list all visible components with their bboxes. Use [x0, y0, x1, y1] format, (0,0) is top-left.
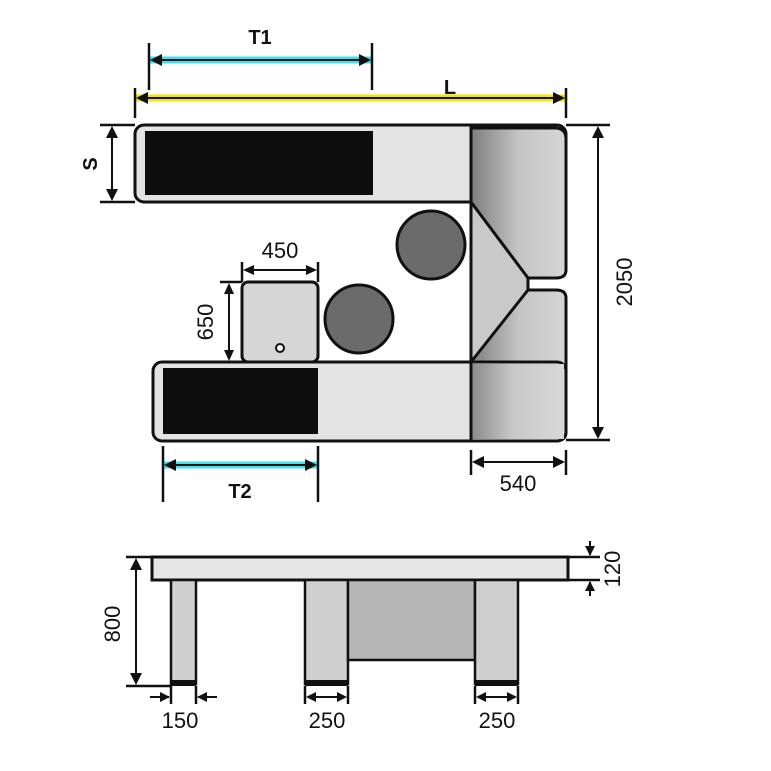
w150-dimension: 150: [150, 686, 217, 733]
w540-dimension: 540: [469, 450, 568, 496]
right-leg: [473, 578, 520, 686]
cabinet-lock: [275, 343, 285, 353]
w250a-dimension: 250: [303, 686, 350, 733]
upper-bagging-surface: [373, 131, 471, 195]
s-dimension: S: [80, 123, 135, 204]
l-dimension: L: [133, 77, 568, 118]
w540-label: 540: [500, 471, 537, 496]
lower-bagging-surface: [318, 368, 471, 434]
cash-cabinet: [240, 280, 320, 364]
lower-roller-zone: [471, 364, 564, 439]
h800-label: 800: [100, 606, 125, 643]
counter-top: [150, 555, 570, 582]
t2-dimension: T2: [161, 446, 320, 503]
h2050-dimension: 2050: [566, 123, 637, 442]
lower-cabinet: [346, 578, 477, 662]
h800-dimension: 800: [100, 555, 171, 688]
center-foot: [305, 680, 348, 686]
bin-lower: [323, 283, 395, 355]
w250b-dimension: 250: [473, 686, 520, 733]
h120-label: 120: [600, 551, 625, 588]
w250b-label: 250: [479, 708, 516, 733]
upper-arm: [133, 123, 568, 204]
bin-upper: [395, 209, 467, 281]
t2-label: T2: [228, 481, 251, 503]
h120-dimension: 120: [568, 541, 625, 596]
cabinet-body: [240, 280, 320, 364]
lower-arm: [151, 360, 568, 443]
w250a-label: 250: [309, 708, 346, 733]
s-label: S: [80, 157, 102, 170]
t1-label: T1: [248, 27, 271, 49]
right-foot: [475, 680, 518, 686]
w150-label: 150: [162, 708, 199, 733]
plan-view: T1 L S: [80, 27, 637, 503]
upper-belt: [145, 131, 373, 195]
l-label: L: [444, 77, 456, 99]
elevation-view: 800 120 150 250: [100, 541, 625, 733]
left-foot: [171, 680, 196, 686]
lower-belt: [163, 368, 318, 434]
h650-dimension: 650: [193, 280, 242, 364]
center-leg: [303, 578, 350, 686]
t1-dimension: T1: [147, 27, 374, 90]
w450-dimension: 450: [240, 238, 320, 282]
left-leg: [169, 578, 198, 686]
h650-label: 650: [193, 304, 218, 341]
h2050-label: 2050: [612, 258, 637, 307]
w450-label: 450: [262, 238, 299, 263]
turn-plate: [469, 197, 530, 367]
